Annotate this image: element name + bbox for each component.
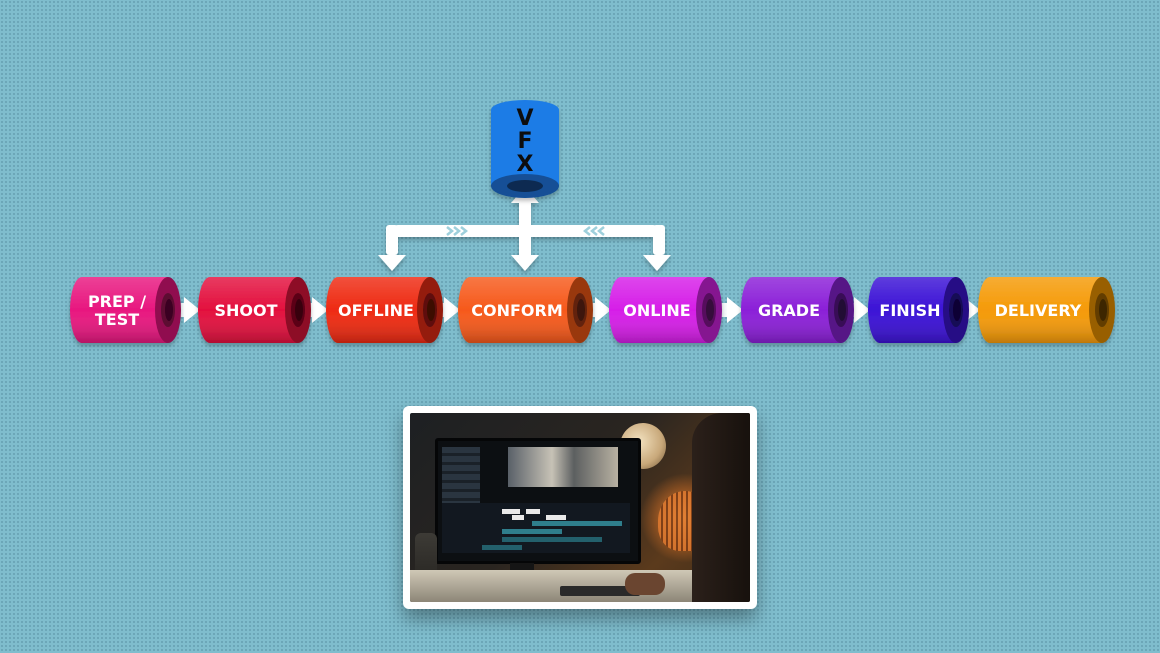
vfx-letter: X bbox=[517, 152, 534, 177]
workflow-diagram: PREP /TEST SHOOT OFFLINE CONFORM ONLINE GRADE… bbox=[70, 100, 1115, 343]
stage-delivery: DELIVERY bbox=[978, 277, 1115, 343]
vfx-cylinder: VFX bbox=[491, 100, 559, 198]
timeline-panel bbox=[442, 503, 630, 553]
stage-grade: GRADE bbox=[741, 277, 854, 343]
vfx-letter: V bbox=[516, 106, 533, 131]
stage-label-offline: OFFLINE bbox=[338, 301, 414, 320]
stage-label-finish: FINISH bbox=[879, 301, 940, 320]
stage-shoot: SHOOT bbox=[198, 277, 311, 343]
stage-label-delivery: DELIVERY bbox=[995, 301, 1082, 320]
monitor bbox=[435, 438, 641, 564]
editor-silhouette bbox=[692, 413, 750, 602]
viewer-panel bbox=[508, 447, 618, 487]
stage-prep: PREP /TEST bbox=[70, 277, 181, 343]
stage-offline: OFFLINE bbox=[326, 277, 443, 343]
editing-suite-photo bbox=[410, 413, 750, 602]
media-bin-panel bbox=[442, 447, 480, 507]
stage-cylinders: PREP /TEST SHOOT OFFLINE CONFORM ONLINE GRADE… bbox=[70, 277, 1115, 343]
vfx-branch-arrows bbox=[378, 187, 671, 271]
stage-online: ONLINE bbox=[609, 277, 722, 343]
stage-finish: FINISH bbox=[868, 277, 969, 343]
stage-conform: CONFORM bbox=[458, 277, 593, 343]
stage-label-grade: GRADE bbox=[758, 301, 820, 320]
stage-label-conform: CONFORM bbox=[471, 301, 563, 320]
stage-label-online: ONLINE bbox=[623, 301, 690, 320]
hand bbox=[625, 573, 665, 595]
stage-label-shoot: SHOOT bbox=[214, 301, 277, 320]
vfx-letter: F bbox=[517, 129, 532, 154]
photo-card bbox=[403, 406, 757, 609]
stage-label-prep: PREP /TEST bbox=[88, 292, 146, 329]
keyboard bbox=[560, 586, 640, 596]
